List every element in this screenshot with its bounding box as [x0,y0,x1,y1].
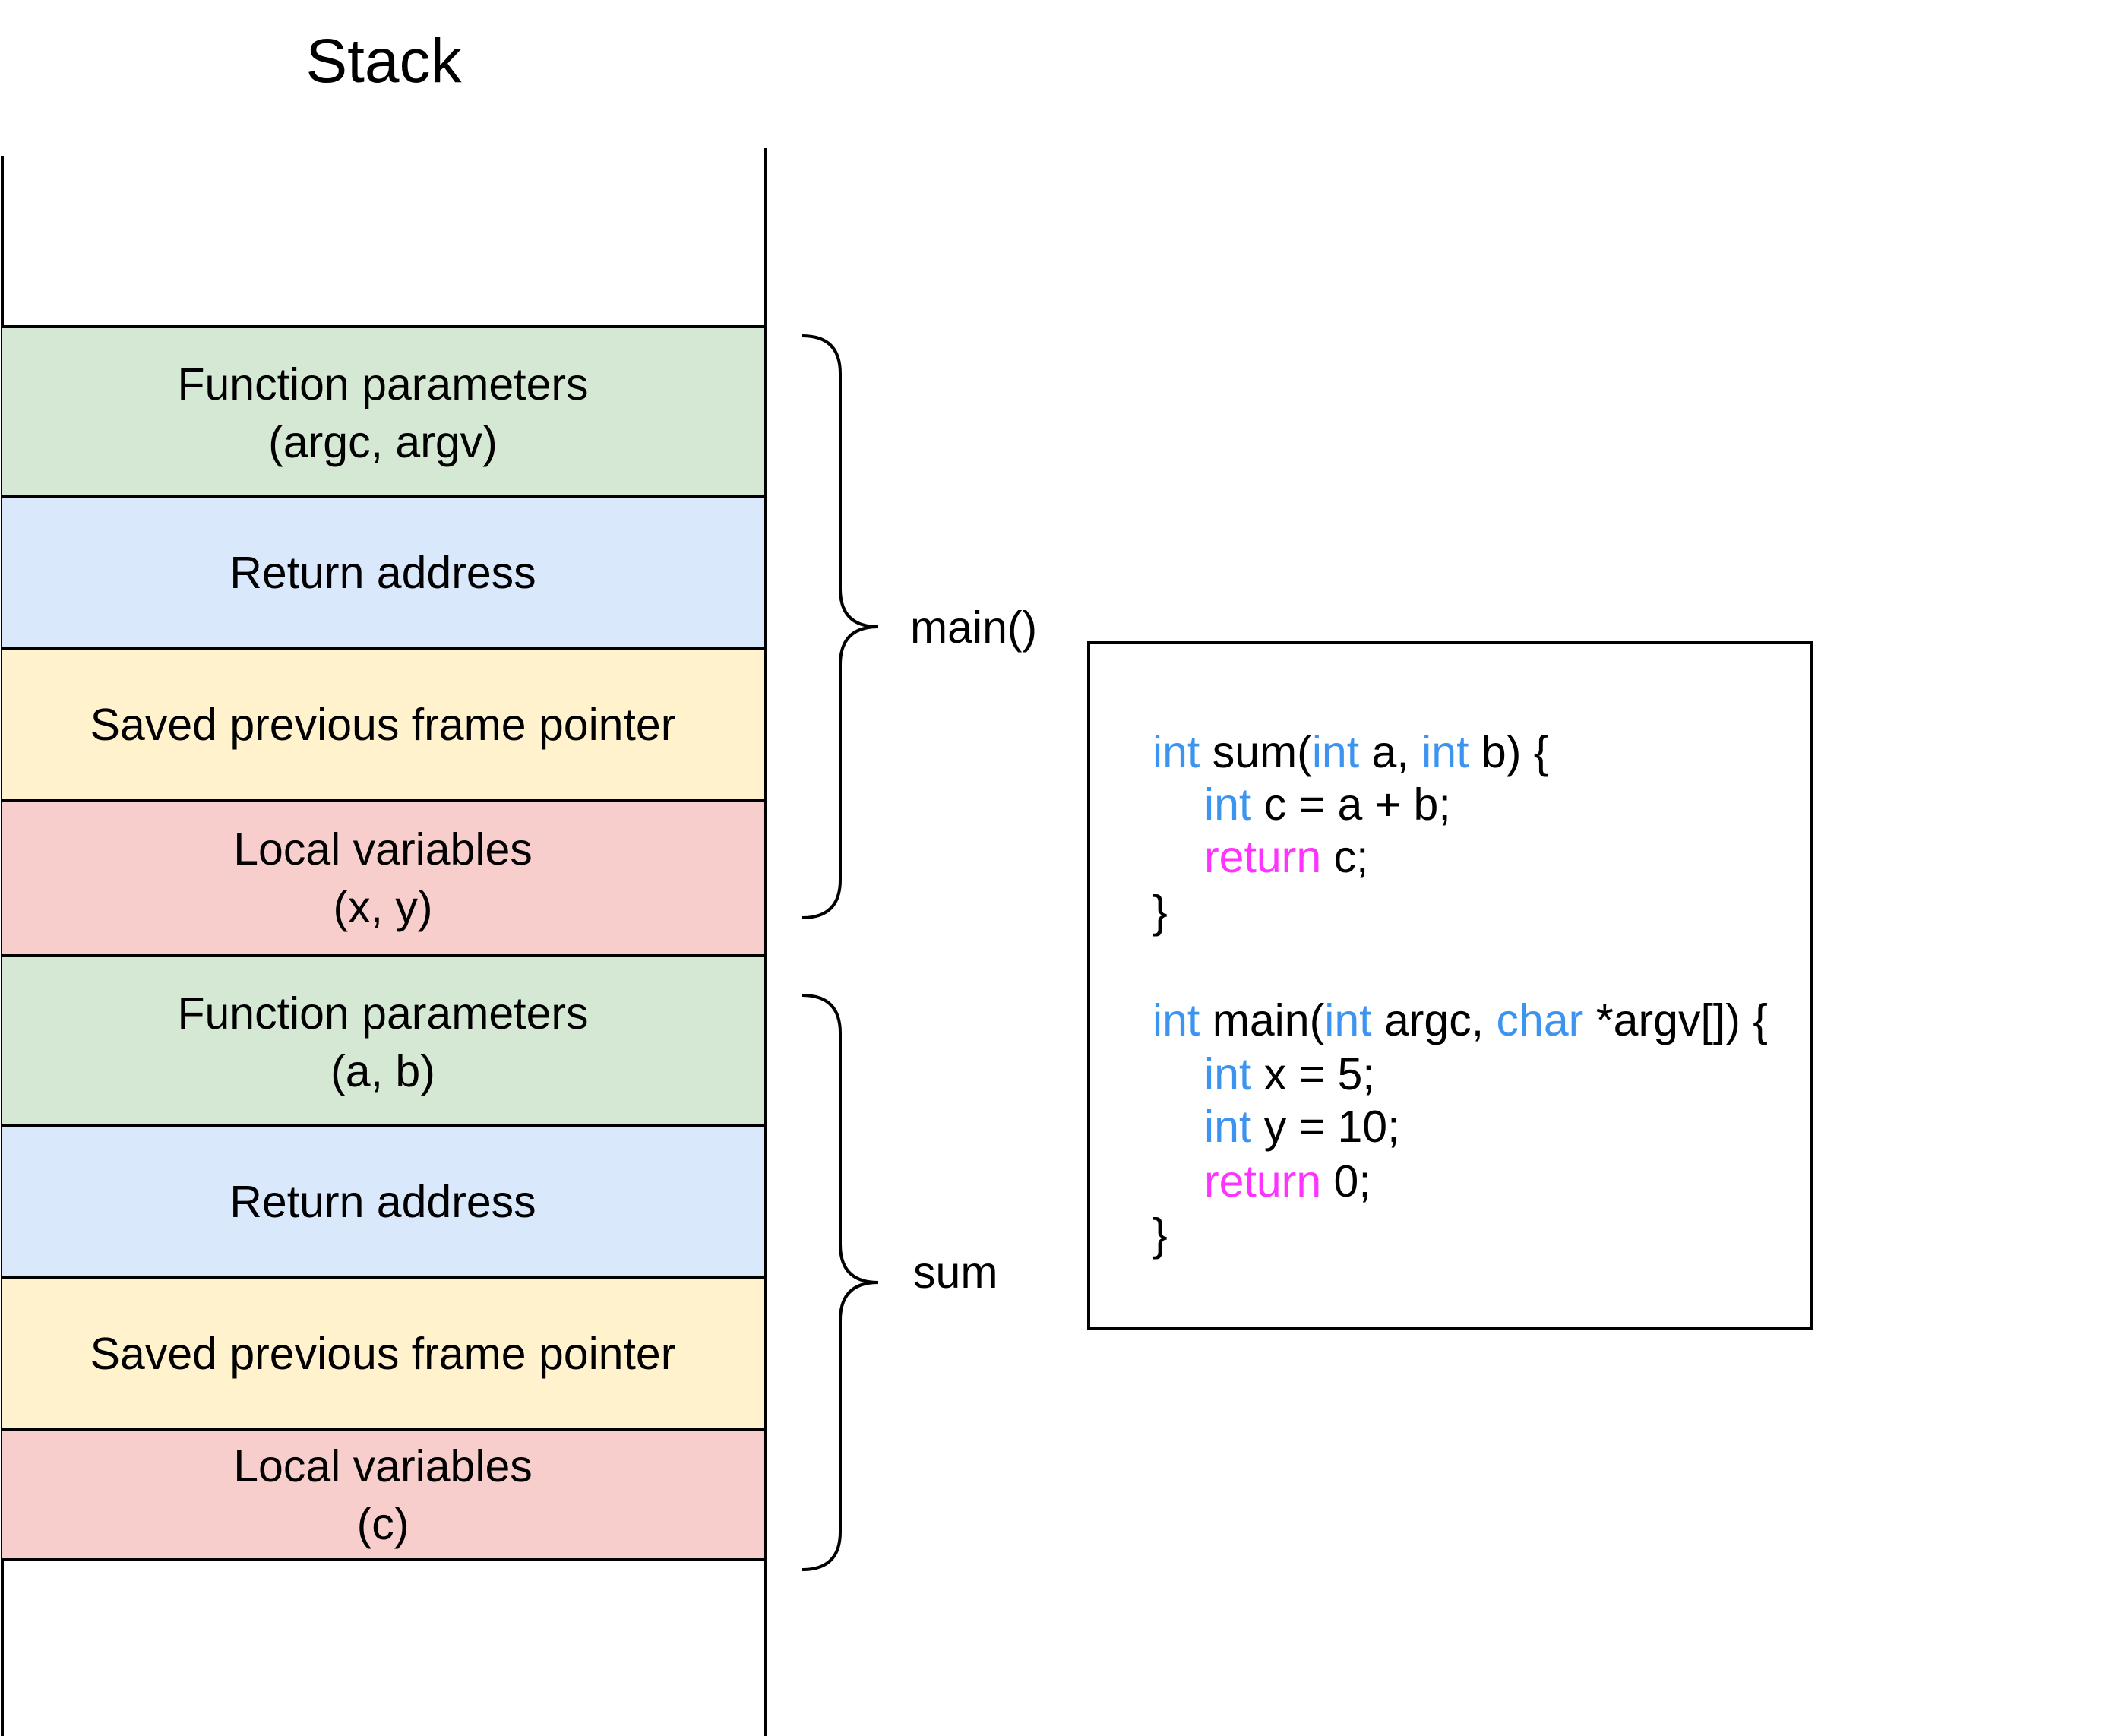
stack-cell-text: Local variables [233,1440,533,1491]
code-keyword: return [1204,1156,1322,1206]
sum-frame-brace [801,994,879,1571]
code-text: } [1152,887,1168,937]
main-frame-brace [801,334,879,919]
stack-cell-text: (argc, argv) [268,417,498,467]
stack-cell-text: Return address [229,548,536,598]
code-keyword: int [1204,1049,1252,1099]
code-line: return c; [1204,830,1368,884]
code-line: } [1152,1208,1168,1261]
stack-right-wall [764,148,767,1736]
code-text: c = a + b; [1251,779,1451,830]
stack-cell: Function parameters (argc, argv) [2,325,764,501]
stack-cell-text: (x, y) [333,882,433,932]
stack-cell-text: Saved previous frame pointer [90,1329,676,1379]
stack-cell: Function parameters (a, b) [2,954,764,1130]
code-keyword: char [1496,995,1584,1045]
stack-cell-text: Local variables [233,824,533,874]
code-text: c; [1321,832,1369,882]
code-text: argc, [1371,995,1497,1045]
code-text: a, [1359,727,1422,777]
stack-cell-text: Function parameters [177,988,589,1039]
code-line: int sum(int a, int b) { [1152,726,1548,779]
stack-cell-text: (a, b) [330,1046,435,1096]
stack-cell-text: (c) [356,1498,409,1549]
code-keyword: int [1421,727,1469,777]
stack-cell: Saved previous frame pointer [2,647,764,802]
code-line: int x = 5; [1204,1048,1375,1101]
code-line: return 0; [1204,1155,1371,1208]
code-text: 0; [1321,1156,1371,1206]
code-line: int c = a + b; [1204,778,1451,831]
code-text: sum( [1200,727,1312,777]
code-keyword: int [1204,779,1252,830]
code-line: } [1152,885,1168,938]
code-keyword: int [1311,727,1360,777]
sum-frame-label: sum [913,1247,998,1298]
stack-cell-text: Saved previous frame pointer [90,700,676,750]
code-text: y = 10; [1251,1102,1400,1152]
stack-cell: Return address [2,495,764,650]
code-line: int y = 10; [1204,1100,1399,1153]
stack-cell-text: Function parameters [177,359,589,409]
code-keyword: int [1204,1102,1252,1152]
code-keyword: int [1324,995,1372,1045]
stack-cell: Local variables (c) [2,1428,764,1561]
code-text: x = 5; [1251,1049,1375,1099]
stack-cell: Saved previous frame pointer [2,1276,764,1431]
code-keyword: int [1152,995,1200,1045]
code-text: b) { [1469,727,1549,777]
code-text: *argv[]) { [1583,995,1768,1045]
code-keyword: return [1204,832,1322,882]
main-frame-label: main() [910,602,1038,653]
stack-cell-text: Return address [229,1177,536,1227]
stack-cell: Return address [2,1124,764,1279]
code-line: int main(int argc, char *argv[]) { [1152,994,1768,1047]
code-text: main( [1200,995,1325,1045]
stack-title: Stack [305,27,462,96]
code-keyword: int [1152,727,1200,777]
code-listing: int sum(int a, int b) {int c = a + b;ret… [1087,641,1813,1330]
stack-cell: Local variables (x, y) [2,799,764,957]
code-text: } [1152,1210,1168,1260]
